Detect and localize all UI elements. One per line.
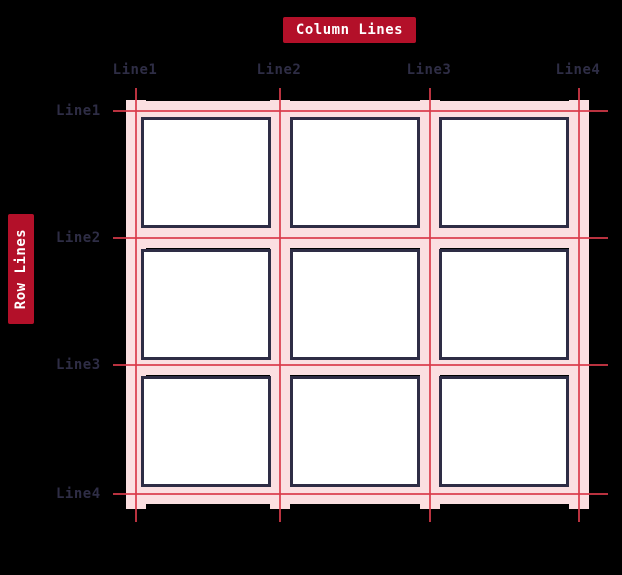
grid-cell-r3c3 bbox=[439, 376, 569, 487]
row-line-label-3: Line3 bbox=[56, 357, 101, 373]
column-gridline-4 bbox=[578, 88, 580, 522]
grid-cell-r2c2 bbox=[290, 249, 420, 360]
grid-cell-r3c2 bbox=[290, 376, 420, 487]
row-line-label-1: Line1 bbox=[56, 103, 101, 119]
grid-cell-r2c1 bbox=[141, 249, 271, 360]
grid-cell-r2c3 bbox=[439, 249, 569, 360]
column-line-label-1: Line1 bbox=[112, 62, 158, 78]
row-gridline-3 bbox=[113, 364, 608, 366]
column-gridline-2 bbox=[279, 88, 281, 522]
column-line-label-2: Line2 bbox=[256, 62, 302, 78]
row-gridline-4 bbox=[113, 493, 608, 495]
row-line-label-2: Line2 bbox=[56, 230, 101, 246]
row-gridline-1 bbox=[113, 110, 608, 112]
column-line-label-4: Line4 bbox=[555, 62, 601, 78]
grid-cell-r1c1 bbox=[141, 117, 271, 228]
column-gridline-3 bbox=[429, 88, 431, 522]
row-line-label-4: Line4 bbox=[56, 486, 101, 502]
column-line-label-3: Line3 bbox=[406, 62, 452, 78]
row-gridline-2 bbox=[113, 237, 608, 239]
grid-cell-r3c1 bbox=[141, 376, 271, 487]
grid-cell-r1c2 bbox=[290, 117, 420, 228]
column-gridline-1 bbox=[135, 88, 137, 522]
grid-cell-r1c3 bbox=[439, 117, 569, 228]
row-lines-badge: Row Lines bbox=[8, 214, 34, 324]
column-lines-badge: Column Lines bbox=[283, 17, 416, 43]
